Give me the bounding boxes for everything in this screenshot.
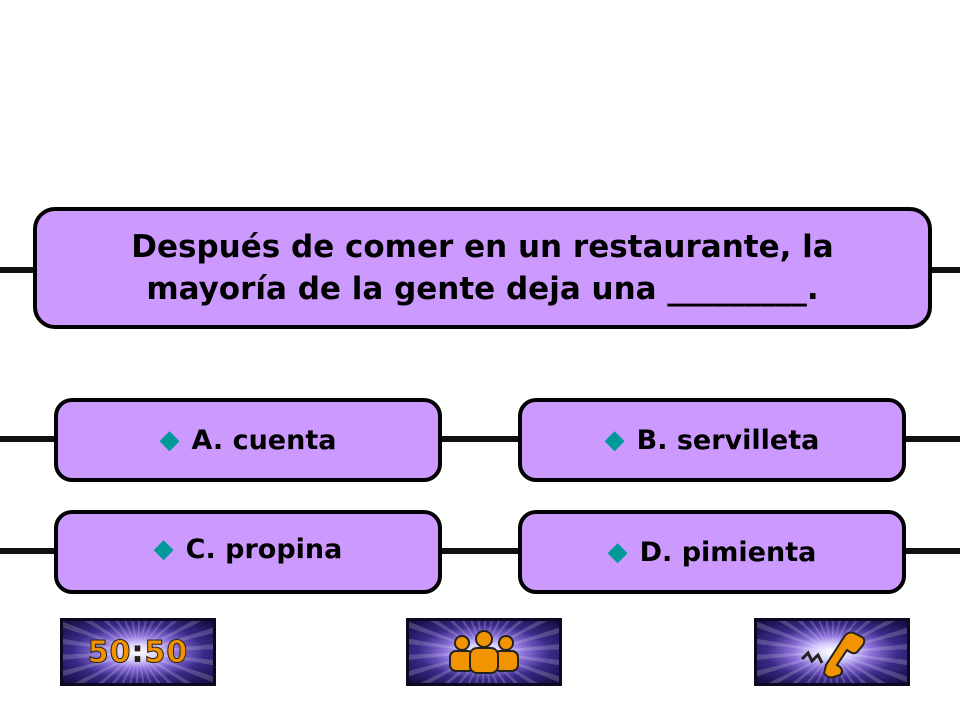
answer-d-label: D. pimienta — [639, 536, 817, 568]
fifty-fifty-icon: 50:50 — [87, 634, 189, 670]
diamond-bullet-icon: ◆ — [607, 537, 628, 567]
question-box: Después de comer en un restaurante, la m… — [33, 207, 932, 329]
answer-row2-connector-left — [0, 548, 56, 554]
answer-row1-connector-left — [0, 436, 56, 442]
audience-icon — [449, 630, 519, 674]
answer-row1-connector-middle — [440, 436, 520, 442]
phone-a-friend-lifeline-button[interactable] — [754, 618, 910, 686]
answer-c-button[interactable]: ◆ C. propina — [54, 510, 442, 594]
answer-a-button[interactable]: ◆ A. cuenta — [54, 398, 442, 482]
answer-b-button[interactable]: ◆ B. servilleta — [518, 398, 906, 482]
ask-the-audience-lifeline-button[interactable] — [406, 618, 562, 686]
diamond-bullet-icon: ◆ — [604, 425, 625, 455]
answer-row2-connector-right — [904, 548, 960, 554]
diamond-bullet-icon: ◆ — [153, 534, 174, 564]
diamond-bullet-icon: ◆ — [159, 425, 180, 455]
answer-d-button[interactable]: ◆ D. pimienta — [518, 510, 906, 594]
answer-row2-connector-middle — [440, 548, 520, 554]
answer-b-label: B. servilleta — [636, 424, 820, 456]
phone-a-friend-icon — [800, 631, 866, 679]
question-connector-right — [929, 267, 960, 273]
fifty-fifty-lifeline-button[interactable]: 50:50 — [60, 618, 216, 686]
answer-a-label: A. cuenta — [191, 424, 337, 456]
question-connector-left — [0, 267, 36, 273]
answer-c-label: C. propina — [185, 533, 343, 565]
answer-row1-connector-right — [904, 436, 960, 442]
question-text: Después de comer en un restaurante, la m… — [131, 229, 834, 307]
